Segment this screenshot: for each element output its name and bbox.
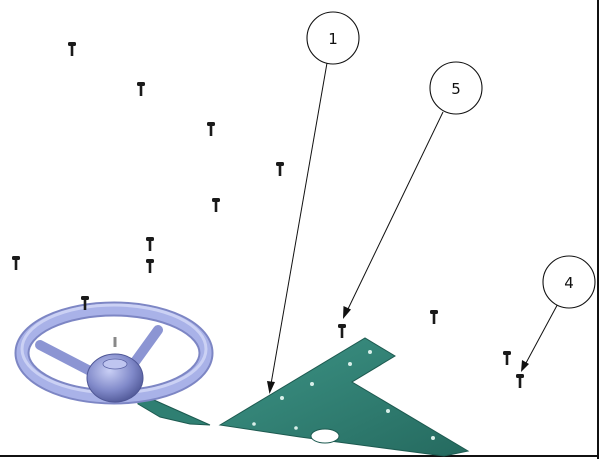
screw: [207, 122, 215, 136]
screw: [146, 259, 154, 273]
leader-line-5: [347, 111, 444, 310]
callout-label-1: 1: [328, 30, 338, 48]
leader-line-4: [525, 297, 562, 364]
sheet-border-bottom: [0, 455, 599, 457]
arrowhead-4: [521, 360, 529, 372]
screw: [430, 310, 438, 324]
screw: [68, 42, 76, 56]
screw: [146, 237, 154, 251]
screw: [338, 324, 346, 338]
screw: [212, 198, 220, 212]
callout-balloon-5: 5: [429, 61, 483, 115]
steering-wheel: [14, 301, 214, 405]
callout-balloon-4: 4: [542, 255, 596, 309]
mounting-plate: [135, 337, 470, 457]
screw: [503, 351, 511, 365]
arrowhead-5: [343, 306, 351, 319]
sheet-border-right: [597, 0, 599, 459]
screw: [276, 162, 284, 176]
screw: [137, 82, 145, 96]
callout-label-5: 5: [451, 80, 461, 98]
arrowhead-1: [267, 381, 275, 394]
callout-balloon-1: 1: [306, 11, 360, 65]
callout-label-4: 4: [564, 274, 574, 292]
screw: [516, 374, 524, 388]
screw: [12, 256, 20, 270]
leader-line-1: [270, 62, 328, 385]
leader-lines: [267, 62, 562, 394]
